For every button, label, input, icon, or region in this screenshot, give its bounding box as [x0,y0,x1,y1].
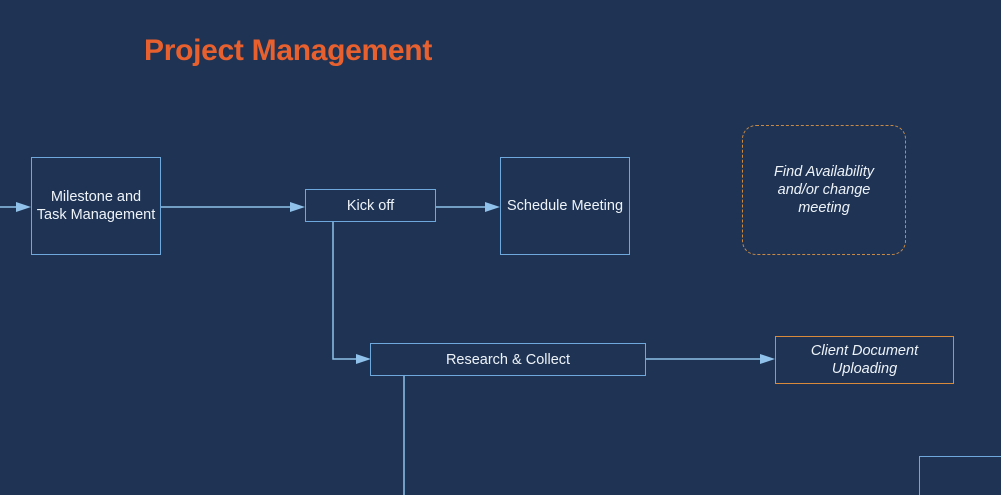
client-document-uploading-node: Client Document Uploading [775,336,954,384]
page-title: Project Management [144,34,433,67]
offscreen-node [919,456,1001,495]
arrowhead-icon [760,354,775,364]
milestone-task-management-node: Milestone and Task Management [31,157,161,255]
arrowhead-icon [290,202,305,212]
schedule-meeting-node: Schedule Meeting [500,157,630,255]
kick-off-node: Kick off [305,189,436,222]
node-label: Research & Collect [445,351,571,368]
arrowhead-icon [356,354,371,364]
kickoff-to-research-connector [332,222,358,360]
node-label: Schedule Meeting [506,198,624,214]
node-label: Kick off [346,197,395,214]
node-label: Find Availability and/or change meeting [774,164,874,216]
research-collect-node: Research & Collect [370,343,646,376]
node-label: Client Document Uploading [810,343,919,377]
find-availability-node: Find Availability and/or change meeting [742,125,906,255]
arrowhead-icon [485,202,500,212]
node-label: Milestone and Task Management [36,189,156,223]
arrowhead-icon [16,202,31,212]
